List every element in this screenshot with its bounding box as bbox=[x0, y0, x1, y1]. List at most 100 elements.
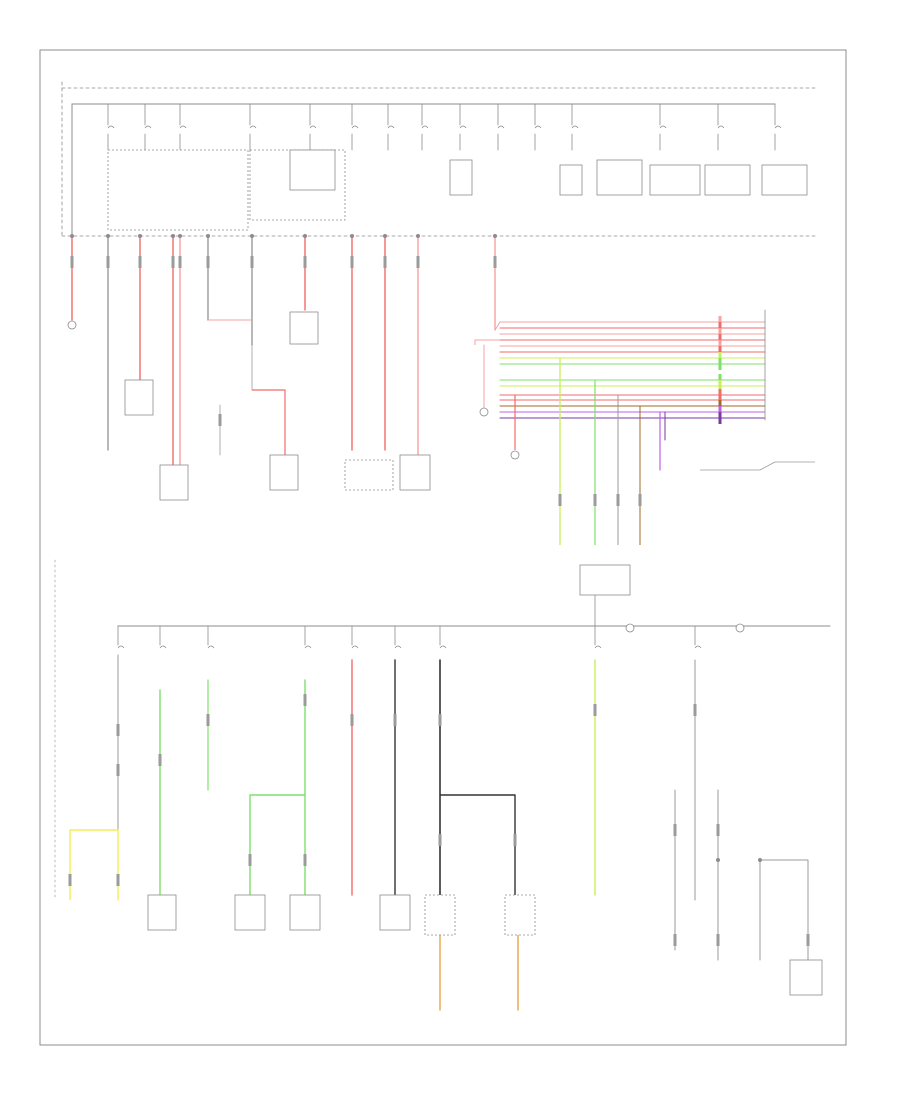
upper-block-c bbox=[449, 159, 473, 196]
wire-red-3b-node bbox=[178, 234, 182, 238]
low-wire-black-3 bbox=[440, 794, 516, 895]
ground-2 bbox=[479, 407, 489, 417]
harness-jog bbox=[494, 321, 501, 331]
lower-harness-connector-1 bbox=[593, 494, 597, 506]
wire-plain-3-connector bbox=[250, 256, 254, 268]
upper-box-5 bbox=[761, 164, 808, 196]
low-connector-1 bbox=[116, 764, 120, 776]
low-fuse-icon-5 bbox=[394, 645, 402, 649]
ground-3 bbox=[510, 450, 520, 460]
fuse-icon-3 bbox=[249, 125, 257, 129]
low-fuse-icon-2 bbox=[207, 645, 215, 649]
wire-red-4-node bbox=[303, 234, 307, 238]
fuse-icon-5 bbox=[351, 125, 359, 129]
fuse-icon-11 bbox=[571, 125, 579, 129]
fuse-icon-6 bbox=[387, 125, 395, 129]
low-connector-9 bbox=[438, 714, 442, 726]
wire-red-7-connector bbox=[416, 256, 420, 268]
low-connector-2 bbox=[158, 754, 162, 766]
wire-red-5-node bbox=[350, 234, 354, 238]
wire-red-8-connector bbox=[493, 256, 497, 268]
low-connector-16 bbox=[673, 934, 677, 946]
comp-box-4 bbox=[269, 454, 299, 491]
low-fuse-icon-8 bbox=[694, 645, 702, 649]
low-wire-yellow bbox=[69, 829, 118, 900]
low-splice-0 bbox=[716, 858, 720, 862]
low-comp-1 bbox=[147, 894, 177, 931]
fuse-icon-8 bbox=[459, 125, 467, 129]
wire-plain-2-connector bbox=[206, 256, 210, 268]
wire-red-6-connector bbox=[383, 256, 387, 268]
low-connector-0 bbox=[116, 724, 120, 736]
low-connector-12 bbox=[593, 704, 597, 716]
outer-frame bbox=[39, 49, 847, 1046]
wire-red-6-node bbox=[383, 234, 387, 238]
ground-4 bbox=[625, 623, 635, 633]
low-wire-plain-5 bbox=[760, 859, 809, 960]
fuse-icon-12 bbox=[659, 125, 667, 129]
wire-red-5-connector bbox=[350, 256, 354, 268]
fuse-icon-0 bbox=[107, 125, 115, 129]
low-connector-13 bbox=[693, 704, 697, 716]
wire-red-1-node bbox=[70, 234, 74, 238]
wire-red-3-connector bbox=[171, 256, 175, 268]
low-connector-20 bbox=[116, 874, 120, 886]
comp-box-6 bbox=[399, 454, 431, 491]
low-splice-1 bbox=[758, 858, 762, 862]
low-connector-3 bbox=[206, 714, 210, 726]
circuit-wires bbox=[68, 235, 815, 1011]
lower-harness-connector-3 bbox=[638, 494, 642, 506]
switch-line bbox=[700, 461, 815, 471]
upper-block-a bbox=[107, 149, 249, 231]
fuse-icon-9 bbox=[497, 125, 505, 129]
comp-box-1 bbox=[124, 379, 154, 416]
low-fuse-icon-3 bbox=[304, 645, 312, 649]
fuse-icon-1 bbox=[144, 125, 152, 129]
wire-jog-red-2 bbox=[252, 389, 286, 455]
low-comp-3 bbox=[289, 894, 321, 931]
low-fuse-icon-6 bbox=[439, 645, 447, 649]
wire-plain-3-node bbox=[250, 234, 254, 238]
comp-box-5 bbox=[344, 459, 394, 491]
low-comp-4 bbox=[379, 894, 411, 931]
low-connector-15 bbox=[716, 824, 720, 836]
wire-red-3-node bbox=[171, 234, 175, 238]
low-comp-5 bbox=[424, 894, 456, 936]
low-comp-7 bbox=[789, 959, 823, 996]
splice-nodes bbox=[67, 234, 762, 862]
upper-box-1 bbox=[559, 164, 583, 196]
low-comp-6 bbox=[504, 894, 536, 936]
wire-red-3b-connector bbox=[178, 256, 182, 268]
component-boxes bbox=[107, 149, 823, 996]
harness-branch-1 bbox=[474, 339, 500, 345]
upper-box-4 bbox=[704, 164, 751, 196]
comp-box-3 bbox=[159, 464, 189, 501]
low-connector-4 bbox=[303, 694, 307, 706]
junction-box-mid bbox=[579, 564, 631, 596]
low-comp-2 bbox=[234, 894, 266, 931]
low-connector-14 bbox=[673, 824, 677, 836]
fuse-icon-10 bbox=[534, 125, 542, 129]
harness-connector-7 bbox=[718, 358, 722, 370]
comp-box-2 bbox=[289, 311, 319, 345]
wire-red-1-connector bbox=[70, 256, 74, 268]
fuse-icon-13 bbox=[717, 125, 725, 129]
low-fuse-icon-1 bbox=[159, 645, 167, 649]
ground-5 bbox=[735, 623, 745, 633]
wire-plain-4-connector bbox=[218, 414, 222, 426]
wire-red-7-node bbox=[416, 234, 420, 238]
fuse-icon-7 bbox=[421, 125, 429, 129]
ground-1 bbox=[67, 320, 77, 330]
low-connector-18 bbox=[806, 934, 810, 946]
wire-red-2-connector bbox=[138, 256, 142, 268]
low-wire-green-4 bbox=[249, 794, 305, 895]
low-connector-17 bbox=[716, 934, 720, 946]
lower-harness-connector-0 bbox=[558, 494, 562, 506]
low-connector-7 bbox=[350, 714, 354, 726]
fuse-icon-14 bbox=[774, 125, 782, 129]
wire-plain-2-node bbox=[206, 234, 210, 238]
upper-block-b-inner bbox=[289, 149, 336, 191]
wire-red-2-node bbox=[138, 234, 142, 238]
low-connector-10 bbox=[438, 834, 442, 846]
